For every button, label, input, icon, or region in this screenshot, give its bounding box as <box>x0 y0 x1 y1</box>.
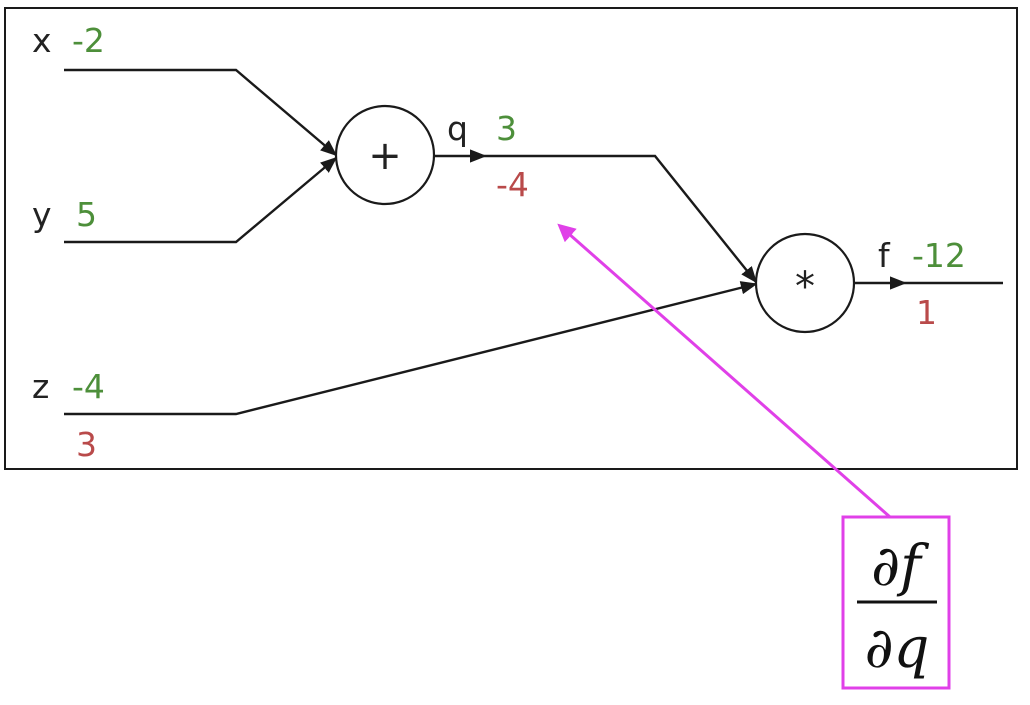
wire-y-to-add <box>64 156 338 244</box>
input-x-value: -2 <box>72 21 105 60</box>
arrow-pointer-icon <box>557 223 891 519</box>
edge-f-gradient: 1 <box>916 293 937 332</box>
input-z-value: -4 <box>72 367 105 406</box>
input-z-label: z <box>32 367 49 406</box>
edge-f-value: -12 <box>912 236 966 275</box>
mul-node <box>754 232 856 334</box>
input-z-gradient: 3 <box>76 425 97 464</box>
edge-f-label: f <box>878 236 891 275</box>
diagram-frame <box>4 7 1018 470</box>
input-y-label: y <box>32 195 52 234</box>
edge-q-value: 3 <box>496 109 517 148</box>
wire-q-to-mul <box>485 154 758 284</box>
add-node-symbol: + <box>368 133 402 179</box>
input-y-value: 5 <box>76 195 97 234</box>
edge-q-label: q <box>447 109 468 148</box>
wire-z-to-mul <box>64 281 758 416</box>
input-x-label: x <box>32 21 52 60</box>
wire-x-to-add <box>64 68 338 157</box>
derivative-numerator: ∂f <box>871 534 930 599</box>
derivative-denominator: ∂q <box>865 616 930 681</box>
add-node <box>334 104 436 206</box>
edge-q-gradient: -4 <box>496 165 529 204</box>
mul-node-symbol: * <box>795 264 815 310</box>
